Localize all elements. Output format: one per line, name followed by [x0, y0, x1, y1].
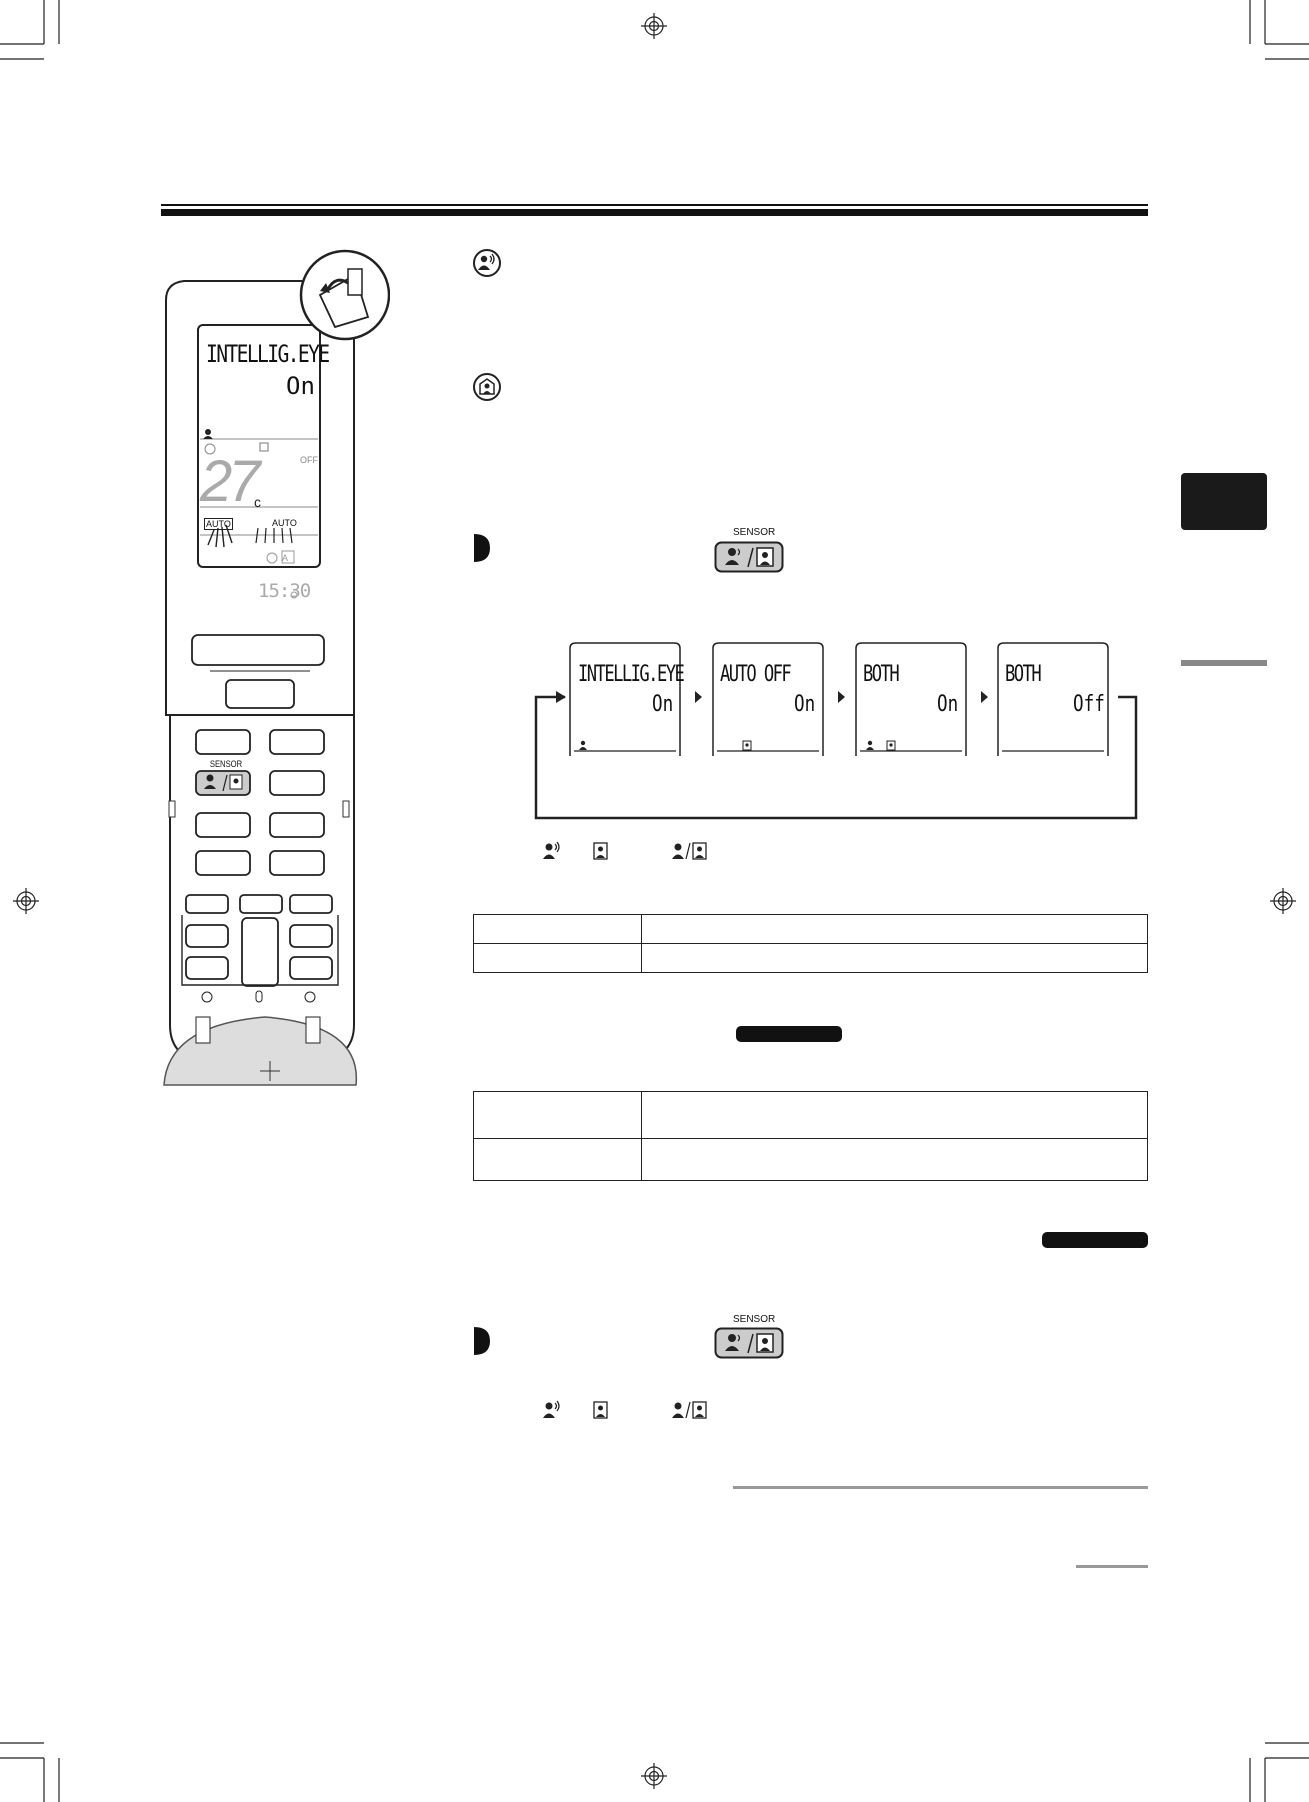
lcd-fan-auto: A: [282, 553, 289, 563]
gray-rule-1: [733, 1486, 1148, 1489]
chapter-tab: [1181, 473, 1267, 530]
auto-off-house-icon: [473, 373, 501, 401]
black-pill-1: [736, 1026, 842, 1042]
table-2-cell: [473, 1138, 642, 1181]
step-2-marker: [474, 1327, 490, 1355]
icon-row-1: [543, 841, 707, 860]
table-2-cell: [641, 1138, 1148, 1181]
seq-3-line2: On: [937, 692, 959, 717]
chapter-gray-bar: [1181, 660, 1267, 666]
table-1-cell: [473, 914, 642, 944]
step-2-sensor-label: SENSOR: [733, 1314, 776, 1325]
seq-1-line1: INTELLIG.EYE: [578, 662, 685, 687]
lcd-temperature: 27: [200, 449, 260, 514]
lcd-off-text: OFF: [300, 455, 318, 465]
table-1-row: [473, 943, 1148, 973]
gray-rule-2: [1076, 1565, 1148, 1568]
header-rule-thick: [161, 209, 1148, 216]
remote-controller: [163, 249, 390, 1086]
seq-4-line1: BOTH: [1005, 662, 1042, 687]
lcd-clock: 15:30: [258, 580, 311, 602]
table-2-row: [473, 1138, 1148, 1181]
black-pill-2: [1042, 1232, 1148, 1248]
remote-sensor-label: SENSOR: [209, 759, 243, 769]
step-1-sensor-label: SENSOR: [733, 527, 776, 538]
lcd-auto-left: AUTO: [204, 518, 233, 530]
seq-1-line2: On: [652, 692, 674, 717]
sequence-loop-diagram: [534, 642, 1138, 820]
table-1-cell: [641, 914, 1148, 944]
table-2-row: [473, 1091, 1148, 1139]
seq-3-line1: BOTH: [863, 662, 900, 687]
step-1-marker: [474, 534, 490, 562]
header-rule-thin: [161, 204, 1148, 206]
table-2: [473, 1091, 1148, 1181]
table-1-cell: [641, 943, 1148, 973]
step-1-sensor-button[interactable]: [714, 541, 784, 573]
intelligent-eye-icon: [473, 249, 501, 277]
lcd-temperature-unit: c: [254, 494, 261, 510]
seq-2-line1: AUTO OFF: [720, 662, 792, 687]
table-1: [473, 914, 1148, 973]
seq-4-line2: Off: [1073, 692, 1105, 717]
lcd-auto-right: AUTO: [272, 518, 297, 528]
table-1-row: [473, 914, 1148, 944]
lcd-mode-text: INTELLIG.EYE: [206, 340, 330, 368]
icon-row-2: [543, 1400, 707, 1419]
table-1-cell: [473, 943, 642, 973]
step-2-sensor-button[interactable]: [714, 1327, 784, 1359]
table-2-cell: [473, 1091, 642, 1139]
table-2-cell: [641, 1091, 1148, 1139]
seq-2-line2: On: [794, 692, 816, 717]
remote-sensor-button[interactable]: [196, 771, 250, 795]
lcd-state-text: On: [286, 372, 315, 400]
